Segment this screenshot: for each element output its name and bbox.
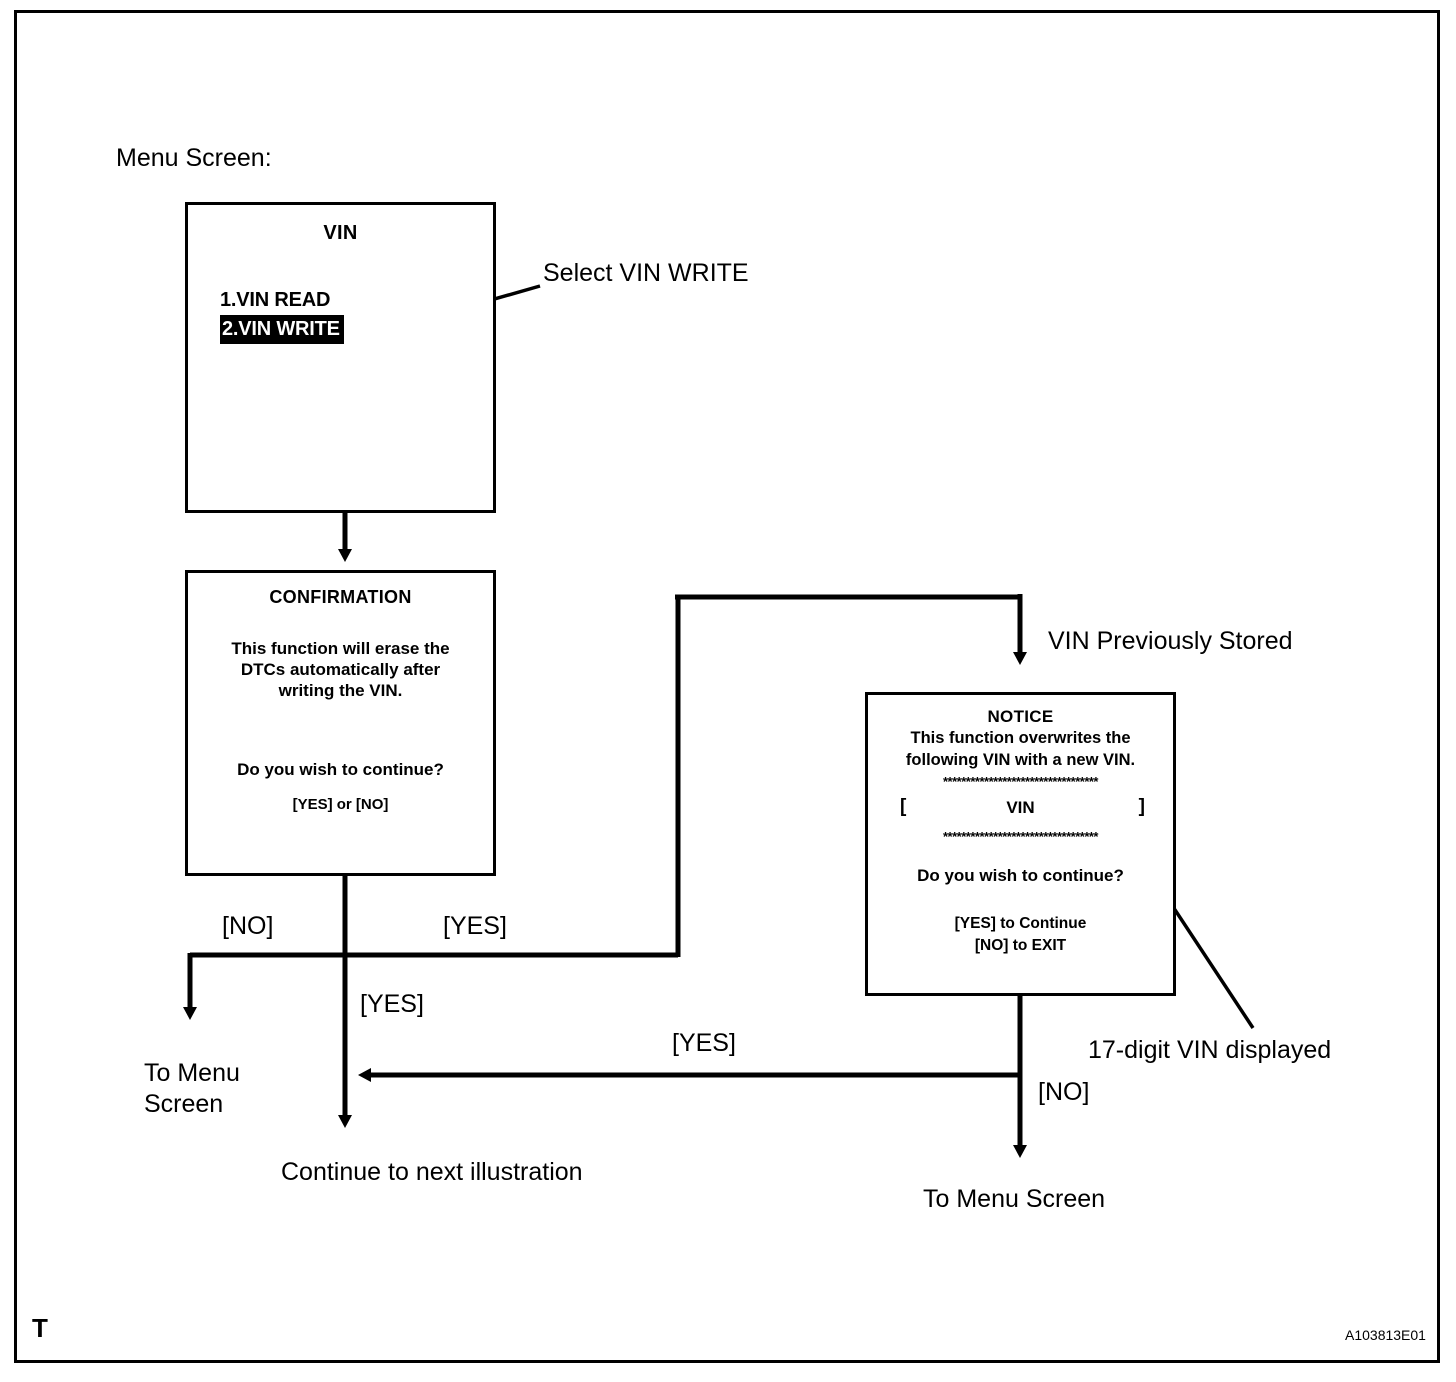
screen-confirmation: CONFIRMATION This function will erase th… xyxy=(185,570,496,876)
notice-line-2: following VIN with a new VIN. xyxy=(905,751,1136,769)
confirmation-body: This function will erase the DTCs automa… xyxy=(231,639,450,700)
confirmation-choices: [YES] or [NO] xyxy=(292,796,389,813)
page-border xyxy=(14,10,1440,1363)
notice-title: NOTICE xyxy=(987,707,1054,726)
vin-bracket-left: [ xyxy=(900,796,907,817)
flow-label-yes-down: [YES] xyxy=(360,990,424,1018)
connector-no-to-menu-screen xyxy=(183,952,347,1020)
connector-yes-to-notice xyxy=(343,594,1027,958)
confirmation-title: CONFIRMATION xyxy=(269,587,412,607)
notice-question: Do you wish to continue? xyxy=(917,866,1124,885)
screen-vin-menu: VIN 1.VIN READ 2.VIN WRITE xyxy=(185,202,496,513)
notice-vin-slot: [ VIN ] xyxy=(868,796,1173,826)
notice-separator-bottom: ********************************** xyxy=(942,830,1099,843)
annotation-vin-previously-stored: VIN Previously Stored xyxy=(1048,627,1293,655)
terminal-to-menu-screen-left: To Menu Screen xyxy=(144,1059,240,1118)
flow-label-no-left: [NO] xyxy=(222,912,274,940)
vin-bracket-right: ] xyxy=(1138,796,1145,817)
notice-choice-no: [NO] to EXIT xyxy=(974,937,1067,954)
corner-mark-t: T xyxy=(32,1313,48,1343)
flow-label-yes-horizontal: [YES] xyxy=(672,1029,736,1057)
screen-notice: NOTICE This function overwrites the foll… xyxy=(865,692,1176,996)
menu-row-vin-write: 2.VIN WRITE xyxy=(220,315,493,344)
vin-menu-list: 1.VIN READ 2.VIN WRITE xyxy=(188,287,493,344)
menu-row-vin-read: 1.VIN READ xyxy=(220,287,493,315)
menu-item-vin-read[interactable]: 1.VIN READ xyxy=(220,289,331,311)
notice-choice-yes: [YES] to Continue xyxy=(954,915,1087,932)
menu-screen-caption: Menu Screen: xyxy=(116,144,272,172)
notice-separator-top: ********************************** xyxy=(942,775,1099,788)
figure-reference-code: A103813E01 xyxy=(1345,1327,1426,1343)
notice-line-1: This function overwrites the xyxy=(910,729,1131,747)
annotation-17-digit-vin: 17-digit VIN displayed xyxy=(1088,1036,1332,1064)
terminal-continue-next-illustration: Continue to next illustration xyxy=(281,1158,583,1186)
annotation-select-vin-write: Select VIN WRITE xyxy=(543,259,749,287)
flow-label-no-right: [NO] xyxy=(1038,1078,1090,1106)
vin-menu-title: VIN xyxy=(323,222,358,244)
terminal-to-menu-screen-right: To Menu Screen xyxy=(923,1185,1106,1213)
flow-label-yes-mid: [YES] xyxy=(443,912,507,940)
menu-item-vin-write[interactable]: 2.VIN WRITE xyxy=(220,315,344,344)
confirmation-question: Do you wish to continue? xyxy=(237,760,444,779)
vin-placeholder-text: VIN xyxy=(1006,798,1035,817)
